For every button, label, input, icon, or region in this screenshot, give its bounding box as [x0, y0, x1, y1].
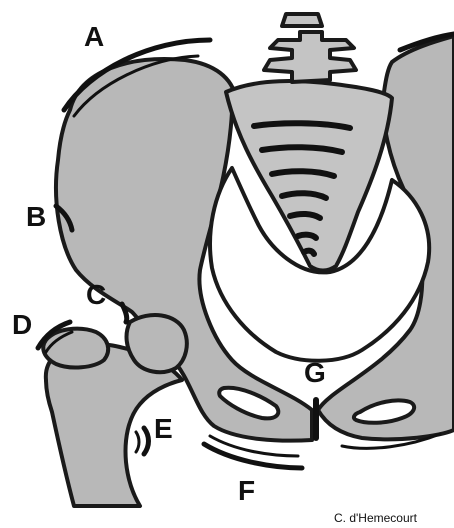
label-c: C [86, 279, 106, 310]
greater-trochanter [43, 329, 108, 368]
label-a: A [84, 21, 104, 52]
marker-e-inner [136, 432, 139, 452]
femoral-head [127, 315, 187, 372]
spinous-process [282, 14, 322, 26]
sacral-ridge-7 [304, 251, 314, 254]
label-b: B [26, 201, 46, 232]
marker-e [144, 428, 149, 454]
sacral-ridge-6 [298, 235, 316, 238]
label-g: G [304, 357, 326, 388]
label-d: D [12, 309, 32, 340]
lumbar-vertebra [264, 32, 356, 82]
label-f: F [238, 475, 255, 506]
credit-text: C. d'Hemecourt [334, 511, 418, 525]
label-e: E [154, 413, 173, 444]
